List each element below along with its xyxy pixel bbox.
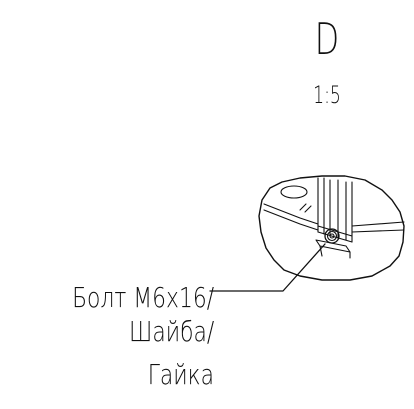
callout-nut-label: Гайка	[147, 358, 214, 391]
callout-bolt-label: Болт M6x16/	[71, 281, 214, 314]
detail-view-scale: 1:5	[313, 81, 341, 109]
callout-washer-label: Шайба/	[128, 315, 214, 348]
detail-circle-outline	[258, 175, 405, 281]
detail-view-label: D	[314, 14, 340, 65]
bracket-assembly	[263, 177, 405, 259]
callout-leader-line	[209, 243, 326, 292]
